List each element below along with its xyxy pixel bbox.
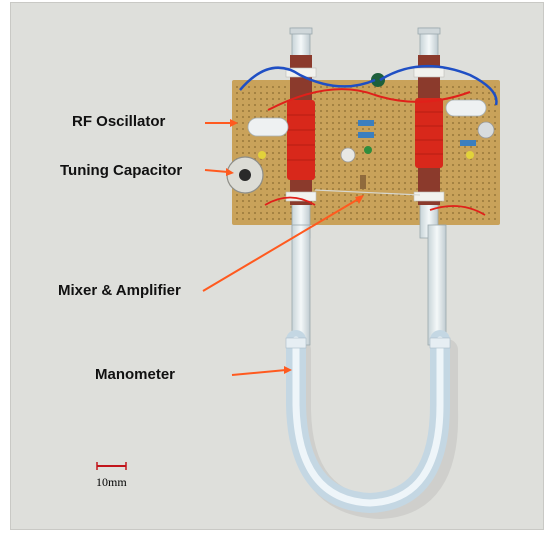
tube-cap-left: [289, 27, 313, 35]
clamp-right-top: [413, 67, 445, 78]
glass-lower-left: [291, 224, 311, 346]
manometer-tube-highlight: [292, 336, 444, 507]
coil-left: [287, 100, 315, 180]
arrow-tuning-capacitor: [204, 169, 229, 173]
glass-lower-right: [427, 224, 447, 346]
tube-cap-right: [417, 27, 441, 35]
label-manometer: Manometer: [95, 366, 176, 383]
arrow-manometer: [231, 369, 287, 376]
label-tuning-capacitor: Tuning Capacitor: [60, 162, 183, 179]
coil-right: [415, 98, 443, 168]
clamp-left-top: [285, 67, 317, 78]
label-rf-oscillator: RF Oscillator: [72, 113, 166, 130]
crystal-right: [445, 99, 487, 117]
clamp-left-bottom: [285, 191, 317, 202]
scale-bar-label: 10mm: [96, 475, 127, 489]
tuning-capacitor-knob: [239, 169, 251, 181]
clamp-right-bottom: [413, 191, 445, 202]
crystal-left: [247, 117, 289, 137]
label-mixer-amplifier: Mixer & Amplifier: [58, 282, 181, 299]
arrow-mixer-amplifier: [202, 197, 361, 292]
